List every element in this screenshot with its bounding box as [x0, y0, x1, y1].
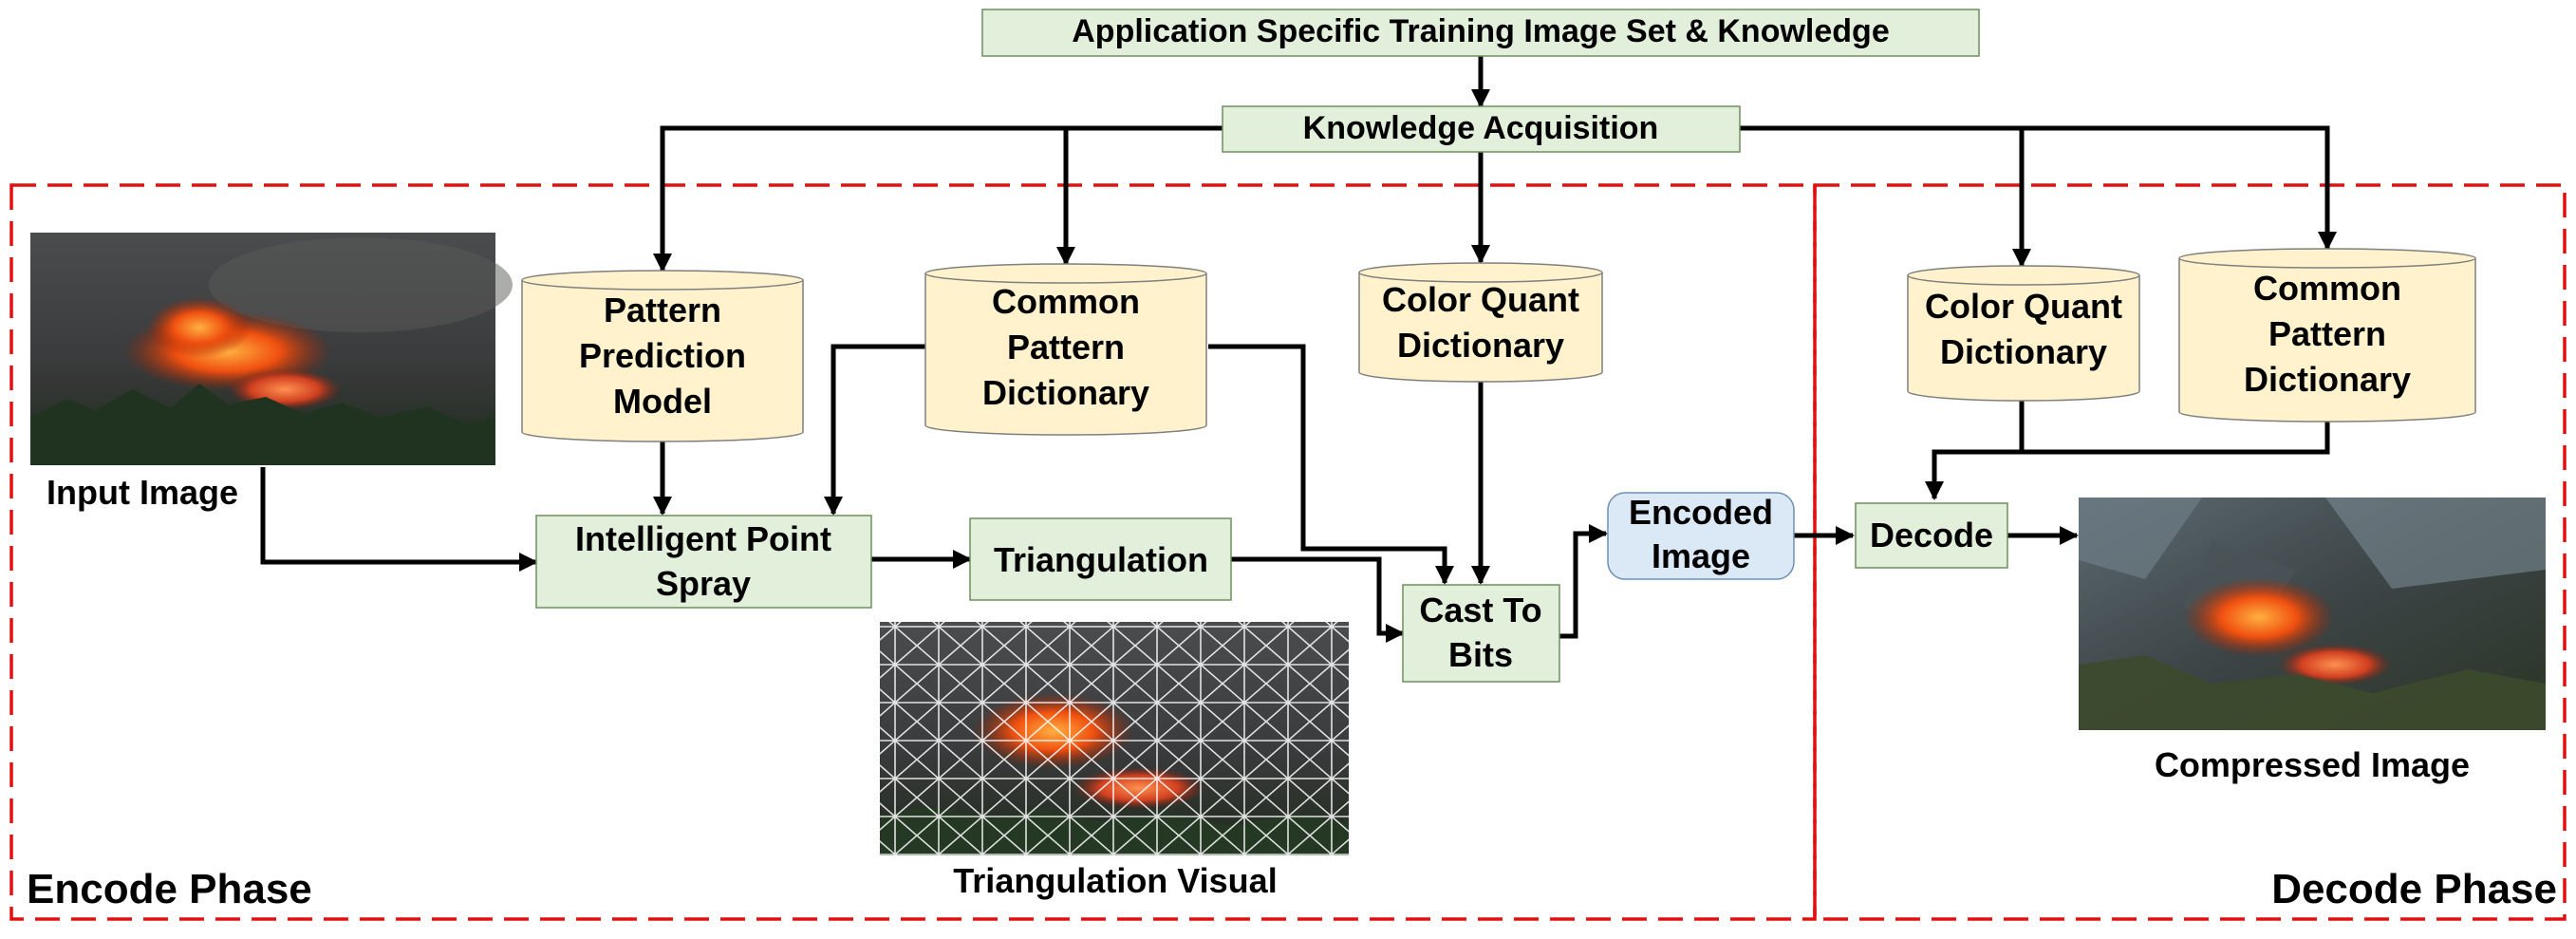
db-line: Color Quant — [1382, 280, 1579, 319]
triangulation-box: Triangulation — [969, 517, 1232, 601]
color-quant-dictionary-db: Color Quant Dictionary — [1358, 262, 1603, 383]
box-line: Image — [1652, 536, 1750, 575]
cast-to-bits-box: Cast To Bits — [1402, 584, 1560, 683]
db-line: Dictionary — [982, 373, 1149, 412]
db-line: Common — [992, 282, 1140, 321]
common-pattern-dictionary-db: Common Pattern Dictionary — [924, 263, 1207, 436]
compressed-image — [2079, 498, 2546, 730]
input-image — [30, 233, 513, 465]
encode-phase-label: Encode Phase — [27, 866, 312, 912]
db-line: Color Quant — [1925, 287, 2122, 326]
box-line: Encoded — [1629, 493, 1773, 532]
db-line: Common — [2253, 269, 2401, 308]
pattern-prediction-model-db: Pattern Prediction Model — [521, 270, 804, 442]
triangulation-label: Triangulation — [994, 540, 1208, 579]
decode-box: Decode — [1855, 502, 2008, 569]
db-line: Pattern — [2268, 314, 2386, 353]
box-line: Bits — [1448, 635, 1513, 674]
decode-color-quant-dictionary-db: Color Quant Dictionary — [1907, 265, 2140, 402]
decode-phase-label: Decode Phase — [2271, 866, 2557, 912]
db-line: Dictionary — [1397, 326, 1564, 365]
connectors — [260, 56, 2337, 643]
training-set-label: Application Specific Training Image Set … — [1072, 13, 1889, 49]
triangulation-visual-label: Triangulation Visual — [953, 861, 1277, 900]
encoded-image-box: Encoded Image — [1607, 492, 1795, 580]
box-line: Cast To — [1419, 591, 1541, 629]
db-line: Model — [613, 382, 712, 421]
knowledge-acquisition-label: Knowledge Acquisition — [1303, 110, 1659, 146]
db-line: Dictionary — [1940, 332, 2107, 371]
db-line: Pattern — [604, 291, 721, 329]
box-line: Spray — [656, 564, 751, 603]
db-line: Dictionary — [2244, 360, 2411, 399]
knowledge-acquisition-box: Knowledge Acquisition — [1222, 105, 1741, 153]
box-line: Intelligent Point — [575, 519, 831, 558]
decode-label: Decode — [1870, 516, 1993, 554]
db-line: Prediction — [579, 336, 746, 375]
decode-phase-region — [1813, 183, 2567, 921]
db-line: Pattern — [1007, 328, 1125, 366]
decode-common-pattern-dictionary-db: Common Pattern Dictionary — [2178, 248, 2476, 423]
triangulation-visual — [880, 622, 1349, 855]
input-image-label: Input Image — [47, 473, 238, 512]
intelligent-point-spray-box: Intelligent Point Spray — [535, 515, 872, 609]
training-set-box: Application Specific Training Image Set … — [981, 9, 1980, 57]
compressed-image-label: Compressed Image — [2155, 745, 2470, 784]
